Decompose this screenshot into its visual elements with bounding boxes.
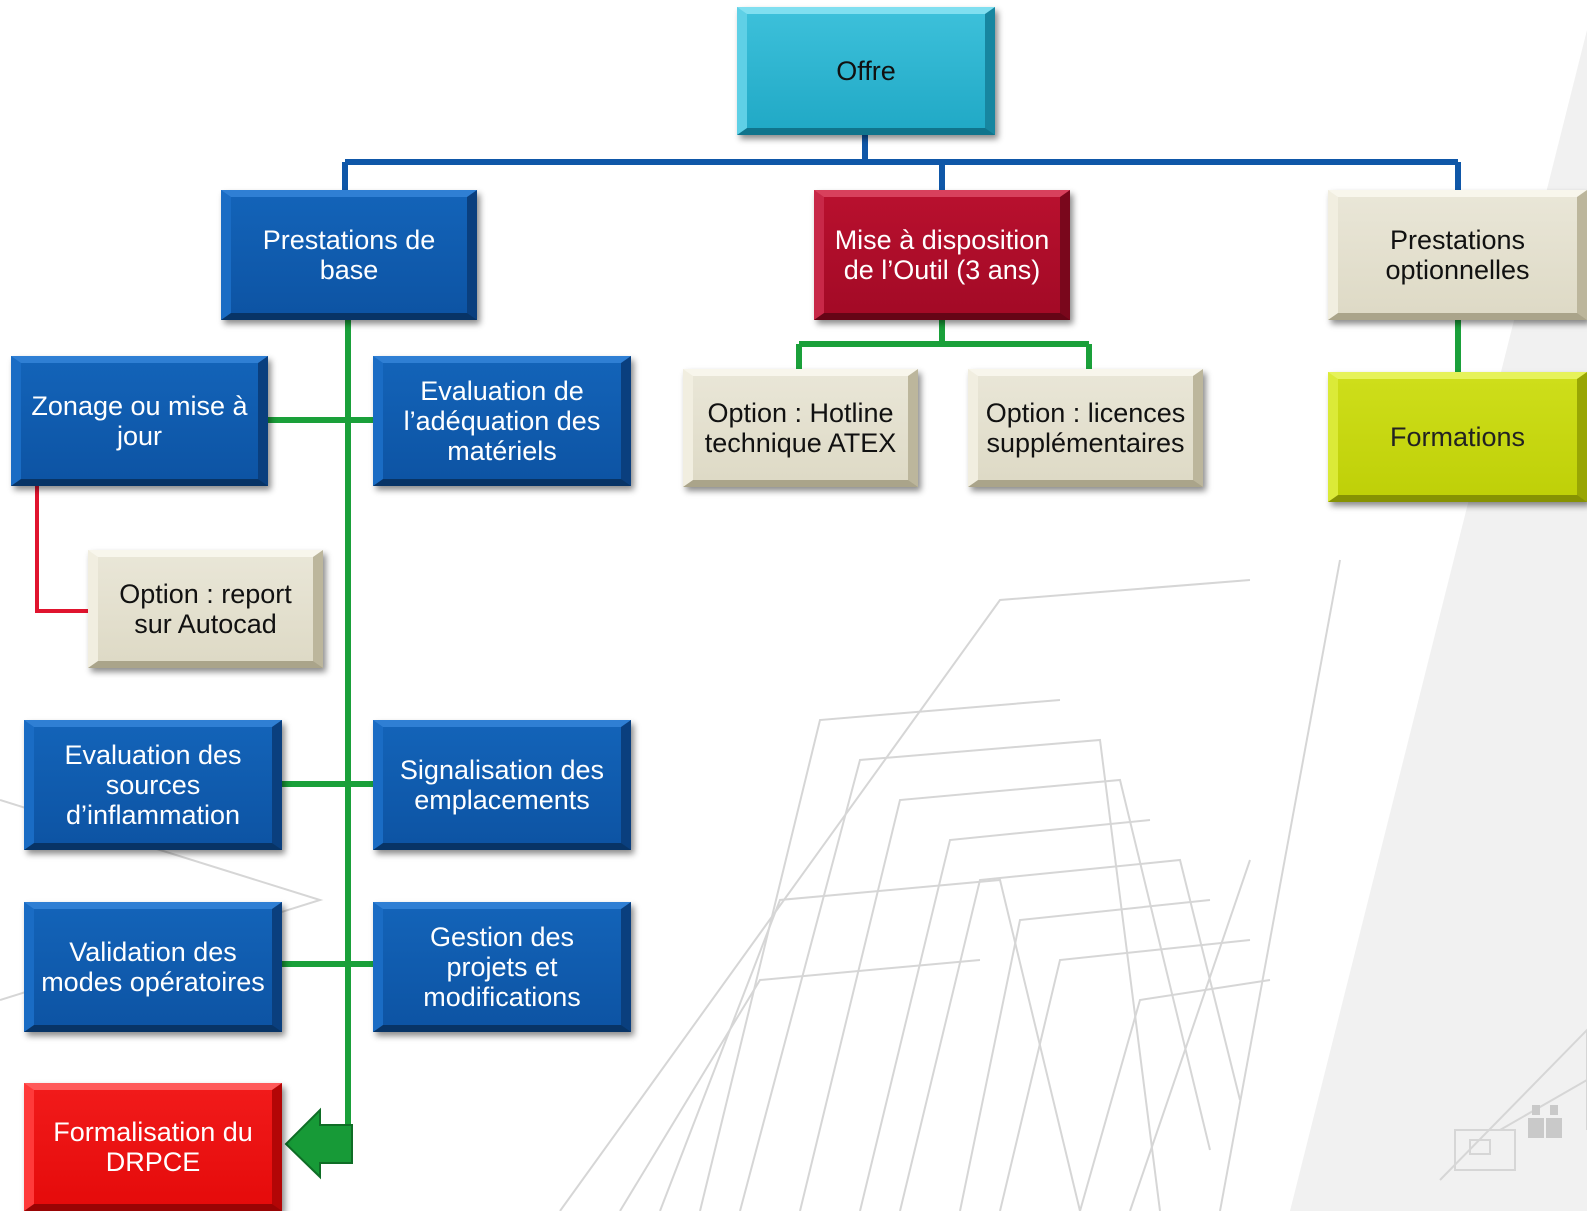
- offre-node: Offre: [737, 7, 995, 135]
- formations-node: Formations: [1328, 372, 1587, 502]
- adequation-label: Evaluation de l’adéquation des matériels: [403, 376, 601, 466]
- formations-label: Formations: [1389, 422, 1526, 452]
- licences-option-label: Option : licences supplémentaires: [985, 398, 1186, 458]
- formalisation-drpce-label: Formalisation du DRPCE: [53, 1117, 253, 1177]
- mise-a-disposition-label: Mise à disposition de l’Outil (3 ans): [834, 225, 1050, 285]
- gestion-projets-node: Gestion des projets et modifications: [373, 902, 631, 1032]
- hotline-option-label: Option : Hotline technique ATEX: [704, 398, 897, 458]
- drpce-arrow-icon: [284, 1107, 353, 1180]
- prestations-optionnelles-node: Prestations optionnelles: [1328, 190, 1587, 320]
- hotline-option-node: Option : Hotline technique ATEX: [683, 369, 918, 487]
- prestations-optionnelles-label: Prestations optionnelles: [1385, 225, 1530, 285]
- prestations-de-base-node: Prestations de base: [221, 190, 477, 320]
- signalisation-label: Signalisation des emplacements: [399, 755, 605, 815]
- base-connectors: [265, 315, 375, 1125]
- autocad-connector: [35, 480, 92, 613]
- report-autocad-option-label: Option : report sur Autocad: [119, 579, 292, 639]
- zonage-node: Zonage ou mise à jour: [11, 356, 268, 486]
- gestion-projets-label: Gestion des projets et modifications: [423, 922, 581, 1012]
- offre-label: Offre: [836, 56, 896, 86]
- validation-label: Validation des modes opératoires: [41, 937, 265, 997]
- tool-connectors: [796, 315, 1092, 372]
- prestations-de-base-label: Prestations de base: [262, 225, 436, 285]
- licences-option-node: Option : licences supplémentaires: [968, 369, 1203, 487]
- signalisation-node: Signalisation des emplacements: [373, 720, 631, 850]
- adequation-node: Evaluation de l’adéquation des matériels: [373, 356, 631, 486]
- report-autocad-option-node: Option : report sur Autocad: [88, 550, 323, 668]
- sources-inflammation-node: Evaluation des sources d’inflammation: [24, 720, 282, 850]
- sources-inflammation-label: Evaluation des sources d’inflammation: [64, 740, 242, 830]
- validation-node: Validation des modes opératoires: [24, 902, 282, 1032]
- formalisation-drpce-node: Formalisation du DRPCE: [24, 1083, 282, 1211]
- root-connectors: [342, 135, 1461, 193]
- zonage-label: Zonage ou mise à jour: [31, 391, 248, 451]
- mise-a-disposition-node: Mise à disposition de l’Outil (3 ans): [814, 190, 1070, 320]
